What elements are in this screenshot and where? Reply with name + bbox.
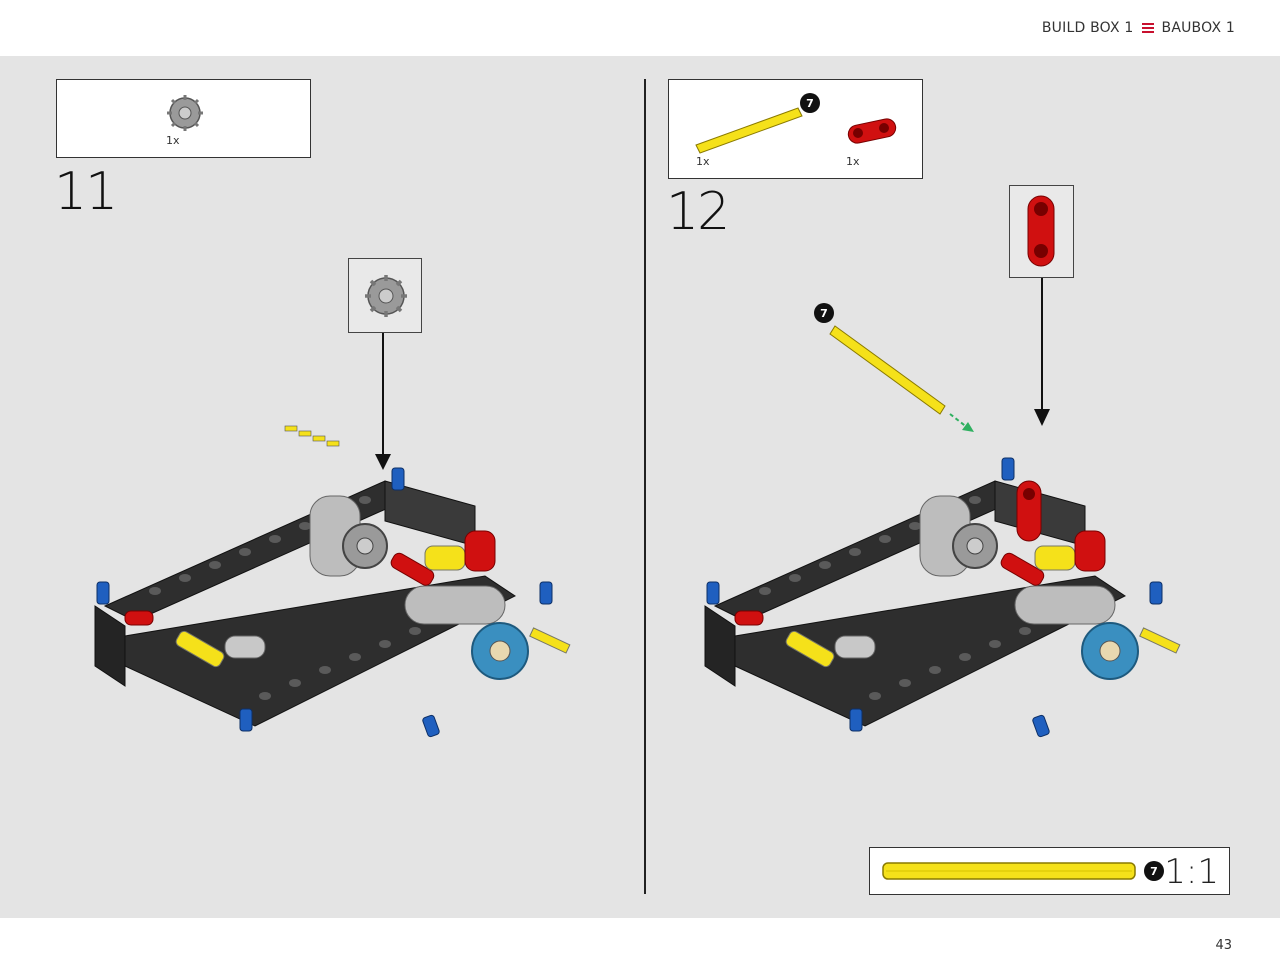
scale-axle-icon: [882, 862, 1136, 880]
step12-model-illustration: [704, 457, 1181, 738]
step11-number: 11: [54, 162, 118, 222]
gear-icon: [167, 95, 203, 131]
step12-callout: [1009, 185, 1074, 278]
step12-parts-box: 7 1x 1x: [668, 79, 923, 179]
step12-axle-qty: 1x: [696, 155, 710, 168]
step11-part-qty: 1x: [166, 134, 180, 147]
step12-axle-badge: 7: [800, 93, 820, 113]
callout-connector-icon: [1027, 195, 1055, 267]
callout-gear-icon: [365, 275, 407, 317]
page-header: BUILD BOX 1 BAUBOX 1: [0, 0, 1280, 56]
step11-parts-box: 1x: [56, 79, 311, 158]
connector-icon: [847, 118, 897, 144]
baubox-label: BAUBOX 1: [1161, 20, 1235, 36]
step11-callout: [348, 258, 422, 333]
build-box-label: BUILD BOX 1: [1041, 20, 1134, 36]
step12-floating-axle-badge: 7: [814, 303, 834, 323]
header-labels: BUILD BOX 1 BAUBOX 1: [1042, 20, 1235, 36]
column-divider: [644, 79, 646, 894]
page-number: 43: [1215, 938, 1232, 953]
page-footer: 43: [0, 918, 1280, 973]
axle-icon: [695, 107, 803, 154]
step12-number: 12: [666, 182, 730, 242]
menu-lines-icon: [1141, 23, 1154, 33]
step11-arrow: [375, 333, 391, 470]
instruction-canvas: 1x 11: [0, 56, 1280, 918]
step11-model-illustration: [94, 425, 571, 738]
step12-connector-qty: 1x: [846, 155, 860, 168]
scale-reference-box: 7 1:1: [869, 847, 1230, 895]
step12-arrows: [829, 278, 1050, 432]
scale-ratio: 1:1: [1164, 852, 1219, 892]
scale-badge: 7: [1144, 861, 1164, 881]
